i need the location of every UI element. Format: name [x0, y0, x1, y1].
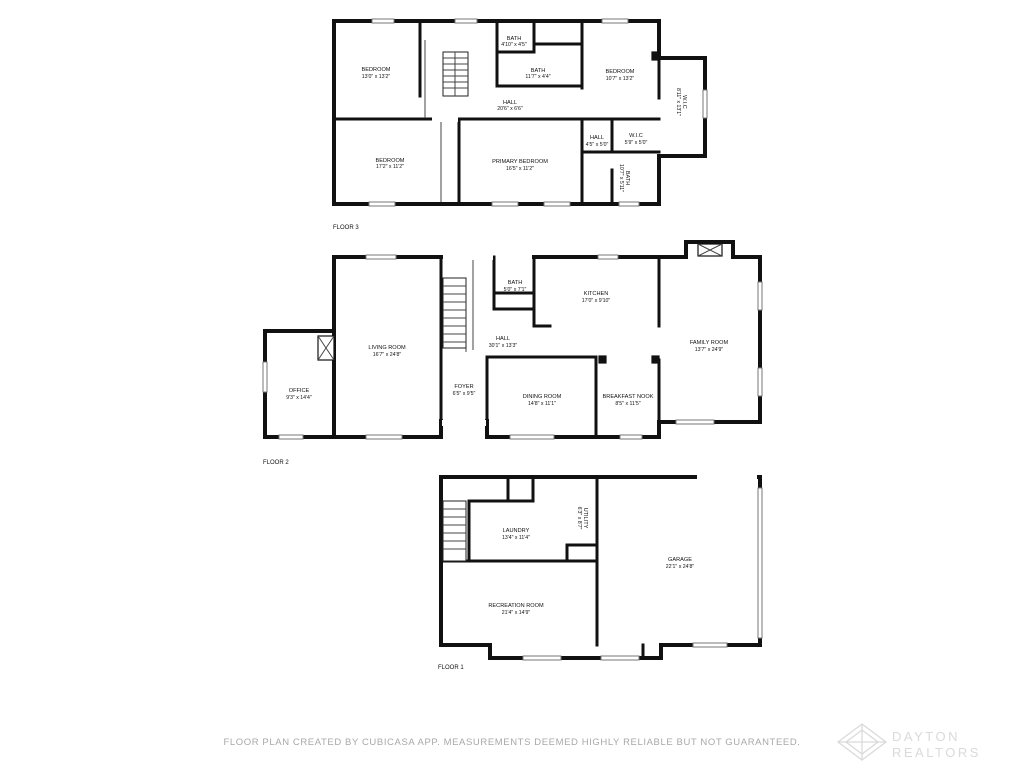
room-dims: 30'1" x 13'3"	[489, 343, 518, 349]
room-name: KITCHEN	[584, 291, 609, 297]
room-name: W.I.C	[629, 133, 643, 139]
room-name: LAUNDRY	[503, 528, 530, 534]
room-dims: 20'6" x 6'6"	[497, 106, 523, 112]
room-dims: 13'7" x 24'9"	[695, 347, 724, 353]
room-dims: 9'3" x 14'4"	[286, 395, 312, 401]
room-name: FOYER	[454, 384, 473, 390]
floor-1-plan	[439, 475, 763, 661]
room-dims: 11'7" x 4'4"	[525, 74, 550, 80]
room-dims: 16'7" x 24'8"	[373, 352, 402, 358]
room-name: BATH	[531, 68, 546, 74]
room-name: BEDROOM	[606, 69, 635, 75]
floor-2-stairs	[442, 277, 467, 349]
room-labels: BEDROOM 13'0" x 13'2" BATH 4'10" x 4'5" …	[286, 36, 728, 616]
room-name: LIVING ROOM	[368, 345, 406, 351]
brand-name-line1: DAYTON	[892, 729, 960, 744]
room-dims: 6'5" x 9'5"	[453, 391, 476, 397]
room-name: BATH	[507, 36, 522, 42]
room-dims: 4'10" x 4'5"	[501, 42, 527, 48]
room-dims: 8'11" x 13'1"	[675, 88, 681, 116]
room-name: GARAGE	[668, 557, 692, 563]
disclaimer-text: FLOOR PLAN CREATED BY CUBICASA APP. MEAS…	[223, 737, 800, 748]
brand-logo: DAYTON REALTORS	[836, 723, 981, 761]
room-dims: 17'2" x 11'2"	[376, 164, 404, 170]
floor-3-stairs	[442, 51, 469, 97]
room-dims: 5'9" x 5'0"	[625, 140, 648, 146]
room-name: BATH	[624, 171, 630, 186]
room-name: DINING ROOM	[523, 394, 562, 400]
floor-2-label: FLOOR 2	[263, 460, 289, 466]
room-dims: 10'7" x 5'11"	[618, 164, 624, 192]
room-name: W.I.C	[681, 95, 687, 109]
room-name: HALL	[590, 135, 604, 141]
room-name: BATH	[508, 280, 523, 286]
room-name: HALL	[503, 100, 517, 106]
room-dims: 21'4" x 14'9"	[502, 610, 531, 616]
room-name: BEDROOM	[362, 67, 391, 73]
floor-2-plan	[262, 240, 763, 440]
brand-name-line2: REALTORS	[892, 745, 981, 760]
room-dims: 5'0" x 7'1"	[504, 287, 527, 293]
room-dims: 17'0" x 9'10"	[582, 298, 611, 304]
room-dims: 14'8" x 11'1"	[528, 401, 556, 407]
room-name: FAMILY ROOM	[690, 340, 729, 346]
room-dims: 6'3" x 8'7"	[576, 507, 582, 530]
room-dims: 22'1" x 24'8"	[666, 564, 695, 570]
room-name: UTILITY	[582, 508, 588, 529]
floor-3-plan	[332, 18, 708, 207]
room-dims: 13'4" x 11'4"	[502, 535, 530, 541]
brand-mark-icon	[836, 723, 888, 761]
room-name: BREAKFAST NOOK	[603, 394, 654, 400]
room-dims: 10'7" x 13'2"	[606, 76, 635, 82]
floor-2-fireplaces	[317, 243, 723, 361]
floor-3-label: FLOOR 3	[333, 225, 359, 231]
floor-1-label: FLOOR 1	[438, 665, 464, 671]
room-name: BEDROOM	[376, 158, 405, 164]
room-dims: 4'5" x 5'0"	[586, 142, 609, 148]
room-dims: 13'0" x 13'2"	[362, 74, 391, 80]
room-name: PRIMARY BEDROOM	[492, 159, 548, 165]
floor-1-stairs	[442, 500, 467, 562]
room-name: OFFICE	[289, 388, 310, 394]
room-dims: 16'5" x 11'2"	[506, 166, 534, 172]
room-dims: 8'5" x 11'5"	[615, 401, 640, 407]
room-name: RECREATION ROOM	[488, 603, 544, 609]
room-name: HALL	[496, 336, 510, 342]
